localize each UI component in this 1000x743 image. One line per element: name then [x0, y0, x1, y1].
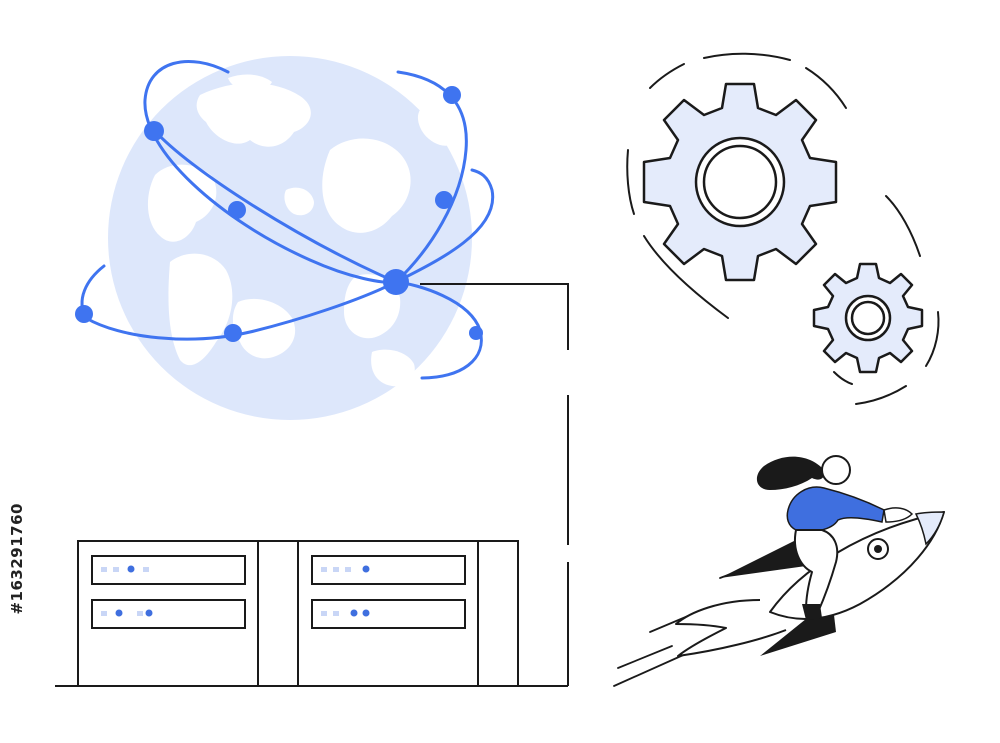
server-status-lights	[101, 565, 370, 617]
gear-small-icon	[812, 262, 924, 374]
rocket-rider-icon	[613, 455, 945, 687]
server-rack-icon	[55, 540, 568, 687]
gear-large-icon	[642, 82, 838, 282]
globe-icon	[75, 56, 495, 420]
connector-line	[420, 283, 569, 686]
gear-motion-arcs	[626, 52, 940, 405]
stock-id-watermark: #163291760	[8, 503, 26, 615]
